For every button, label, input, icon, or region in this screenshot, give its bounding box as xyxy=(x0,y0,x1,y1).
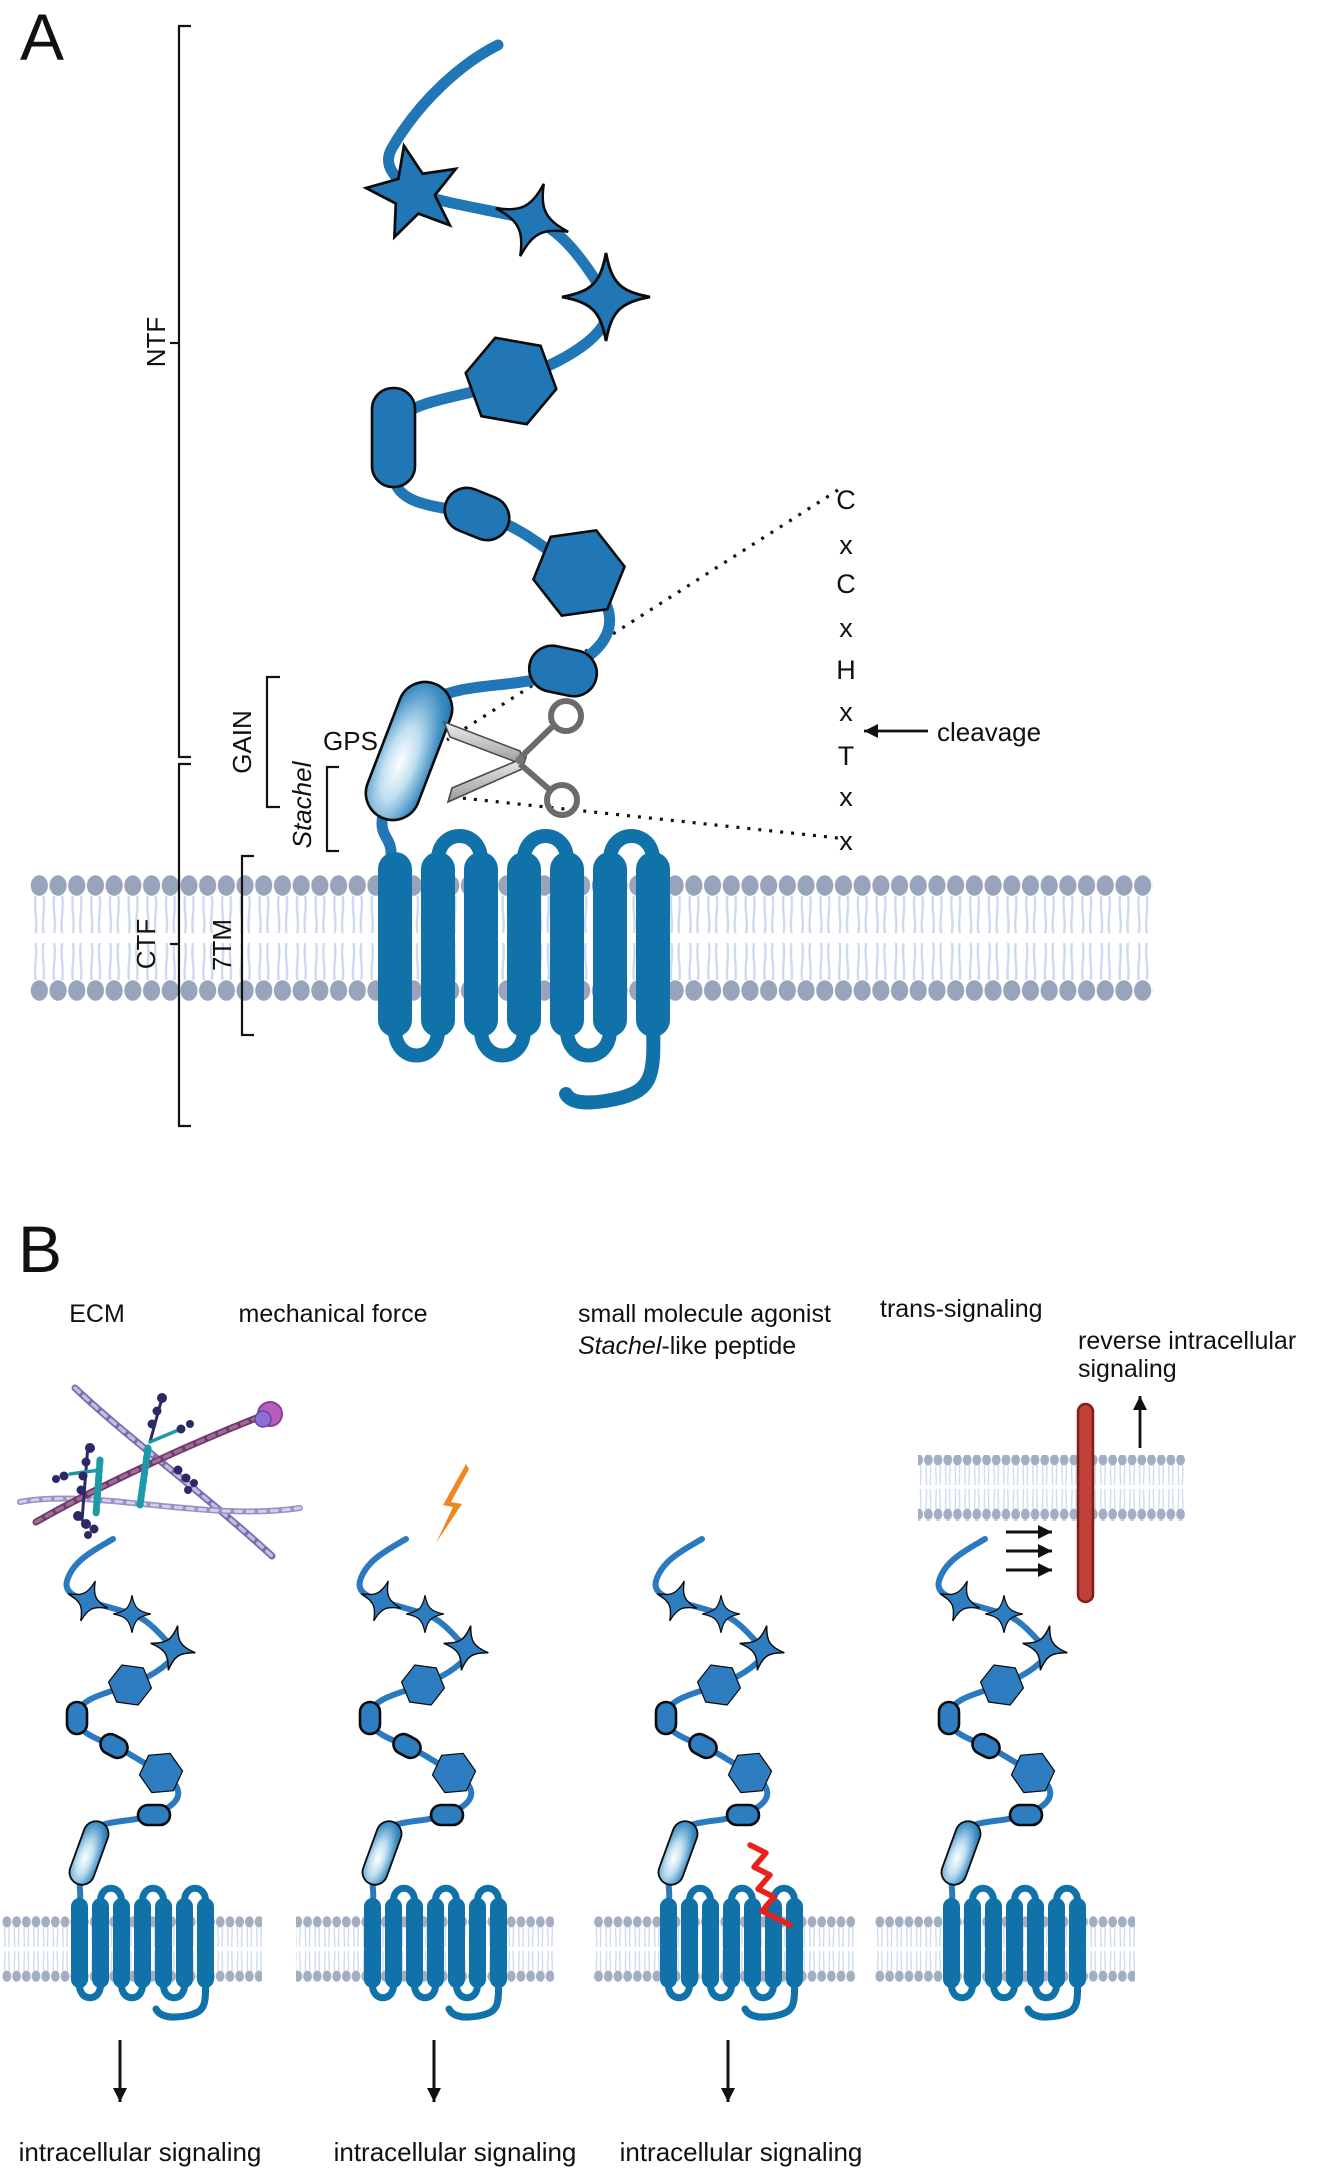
sequence-letter: x xyxy=(839,530,853,560)
lightning-icon xyxy=(436,1464,469,1543)
receptor-column-3 xyxy=(650,1539,803,2017)
trans-cell-membrane xyxy=(918,1455,1185,1521)
reverse-signaling-label-line1: reverse intracellular xyxy=(1078,1327,1296,1355)
signal-rod-icon xyxy=(1076,1402,1095,1604)
sequence-letter: H xyxy=(836,655,856,685)
domain-star4 xyxy=(482,170,582,270)
panel-a: A NTF CTF GAIN Stachel 7TM xyxy=(20,0,1153,1128)
ntf-domains xyxy=(357,134,652,698)
gain-bracket xyxy=(265,675,280,809)
dashed-zoom-lines-icon xyxy=(446,488,839,840)
intracellular-signaling-label-2: intracellular signaling xyxy=(334,2137,577,2167)
column-title-trans-signaling: trans-signaling xyxy=(880,1295,1043,1323)
gain-label: GAIN xyxy=(227,710,257,774)
ntf-bracket xyxy=(170,24,191,759)
stachel-bracket xyxy=(325,765,339,853)
sequence-letter: C xyxy=(836,485,856,515)
intracellular-signaling-arrows xyxy=(113,2040,735,2102)
receptor-column-1 xyxy=(61,1539,214,2017)
sequence-letter: x xyxy=(839,613,853,643)
gps-capsule xyxy=(364,680,454,822)
receptor-column-4 xyxy=(933,1539,1086,2017)
receptor-column-2 xyxy=(354,1539,507,2017)
panel-b-label: B xyxy=(18,1212,62,1286)
sequence-letter: C xyxy=(836,569,856,599)
gps-consensus-sequence: C x C x H x T x x xyxy=(836,485,856,856)
intracellular-signaling-label-3: intracellular signaling xyxy=(620,2137,863,2167)
domain-pill xyxy=(370,386,417,489)
reverse-signaling-label-line2: signaling xyxy=(1078,1355,1177,1383)
column-title-stachel-peptide: Stachel-like peptide xyxy=(578,1332,796,1360)
domain-pill xyxy=(527,644,599,698)
domain-star4 xyxy=(560,251,652,343)
membrane-col2 xyxy=(296,1916,554,1982)
ctf-bracket xyxy=(170,762,191,1128)
domain-pill xyxy=(443,486,511,542)
domain-hexagon xyxy=(457,332,565,430)
membrane-col4 xyxy=(875,1916,1135,1982)
stachel-label: Stachel xyxy=(287,760,317,848)
trans-signaling-arrows-icon xyxy=(1006,1525,1052,1577)
tm7-bracket xyxy=(240,854,254,1037)
cleavage-label: cleavage xyxy=(937,717,1041,747)
plasma-membrane xyxy=(30,875,1153,1001)
column-title-mechanical-force: mechanical force xyxy=(239,1300,428,1328)
membrane-col1 xyxy=(2,1916,262,1982)
sequence-letter: x xyxy=(839,782,853,812)
column-title-small-molecule: small molecule agonist xyxy=(578,1300,831,1328)
ctf-label: CTF xyxy=(131,919,161,970)
ecm-fibers-icon xyxy=(17,1384,303,1560)
tm7-label: 7TM xyxy=(207,919,237,971)
red-squiggle-icon xyxy=(747,1842,793,1928)
column-title-ecm: ECM xyxy=(69,1300,125,1328)
sequence-letter: x xyxy=(839,826,853,856)
panel-b: B ECM mechanical force small molecule ag… xyxy=(2,1212,1296,2167)
c-terminal-tail xyxy=(559,1021,661,1110)
gps-label: GPS xyxy=(323,726,378,756)
tm7-bundle xyxy=(378,829,670,1110)
cleavage-annotation: cleavage xyxy=(864,717,1041,747)
sequence-letter: x xyxy=(839,697,853,727)
ntf-label: NTF xyxy=(141,317,171,368)
domain-star5 xyxy=(357,134,469,243)
scissors-icon xyxy=(442,698,584,818)
intracellular-signaling-label-1: intracellular signaling xyxy=(19,2137,262,2167)
panel-a-label: A xyxy=(20,0,64,74)
sequence-letter: T xyxy=(838,741,855,771)
